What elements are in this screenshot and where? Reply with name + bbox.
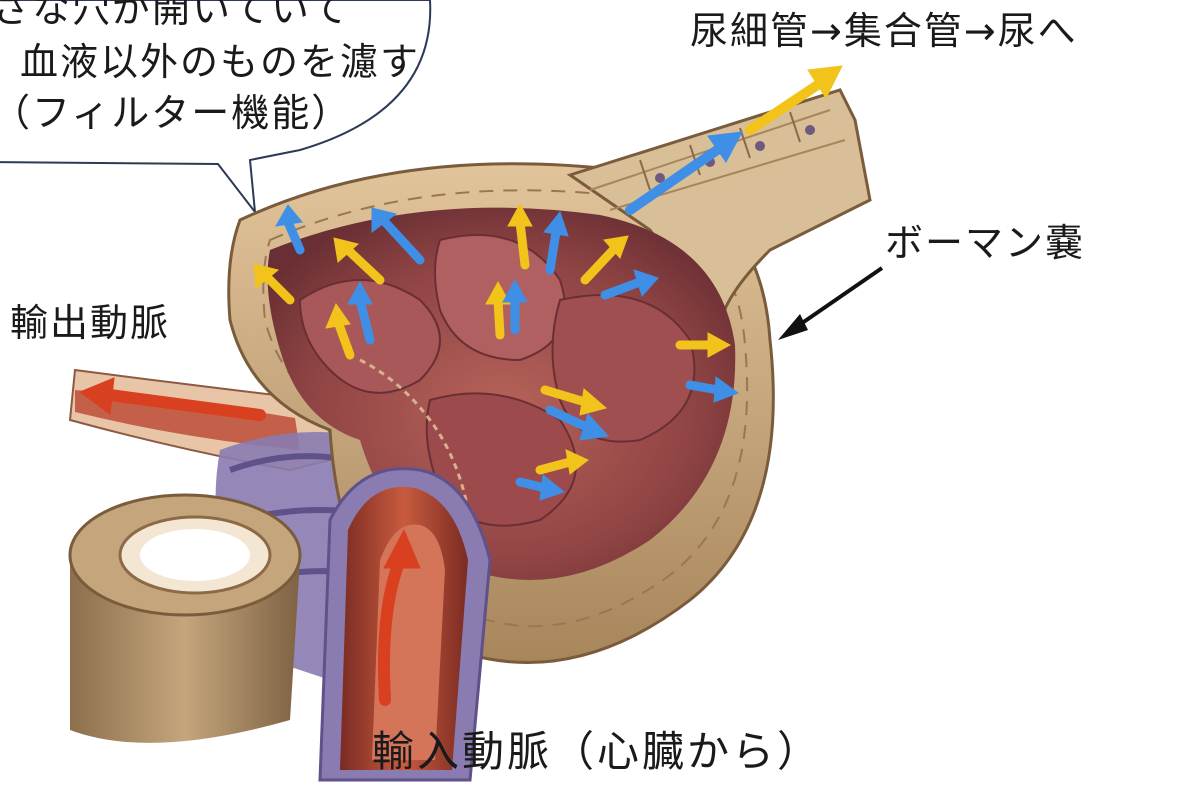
- callout-line-3: （フィルター機能）: [0, 92, 351, 136]
- efferent-artery-label: 輸出動脈: [10, 302, 170, 346]
- tubule-label: 尿細管→集合管→尿へ: [690, 10, 1078, 54]
- callout-line-2: 血液以外のものを濾す: [20, 41, 420, 85]
- afferent-artery-label: 輸入動脈（心臓から）: [372, 728, 822, 776]
- bowman-pointer: [778, 268, 882, 340]
- collecting-tube: [70, 495, 300, 743]
- bowman-capsule-label: ボーマン嚢: [885, 222, 1085, 266]
- callout-line-1: 小さな穴が開いていて: [0, 0, 350, 32]
